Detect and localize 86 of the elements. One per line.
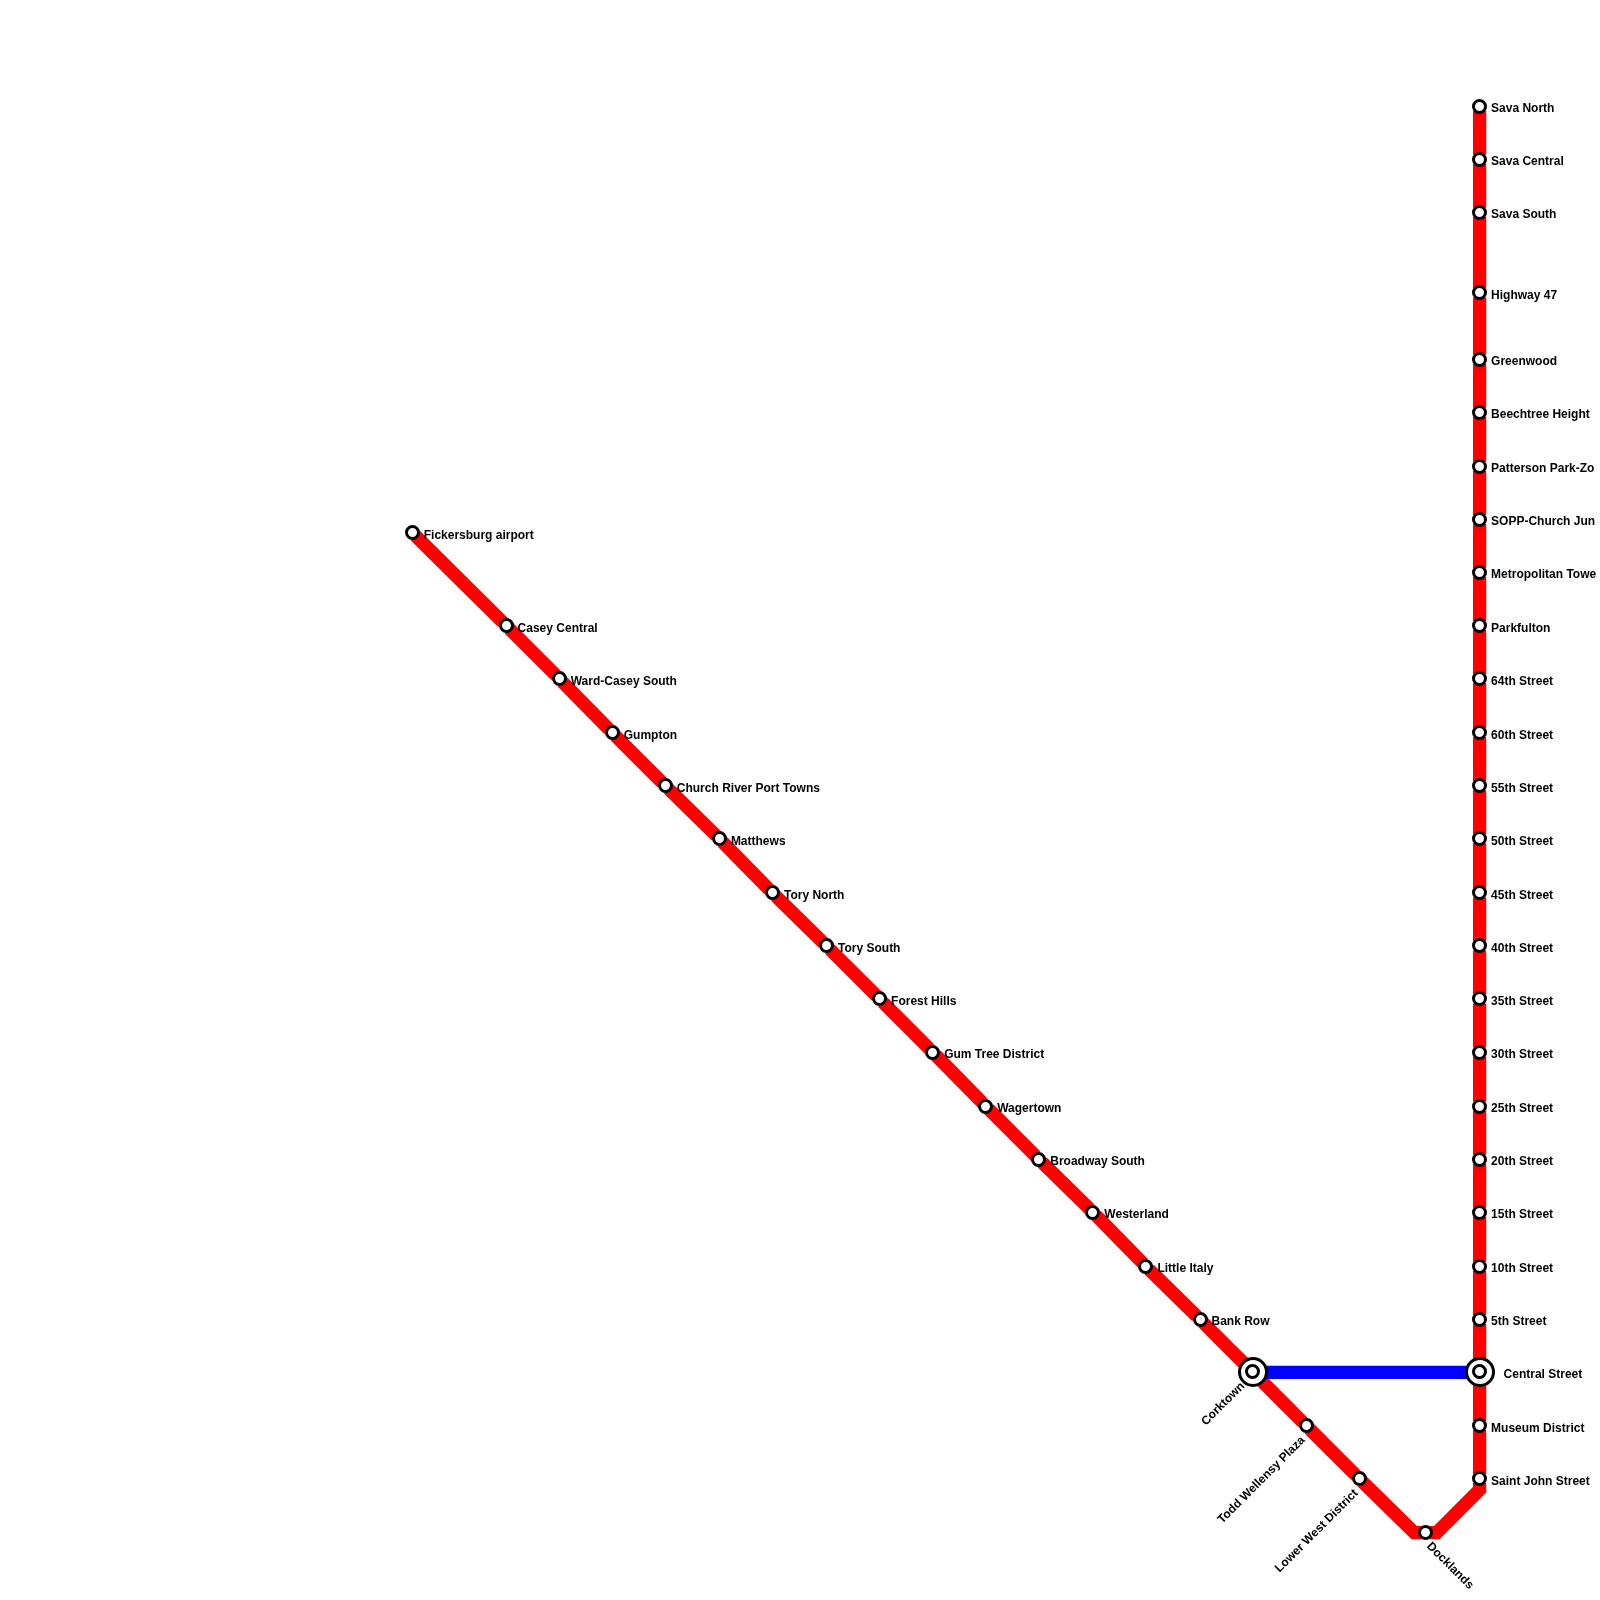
station-name: 55th Street	[1491, 780, 1554, 796]
station-name: Church River Port Towns	[676, 780, 820, 796]
station-name: Parkfulton	[1491, 620, 1551, 636]
rail-line	[1472, 1110, 1487, 1155]
station-name: 50th Street	[1491, 833, 1554, 849]
rail-line	[1472, 363, 1487, 408]
station-name: Central Street	[1503, 1367, 1583, 1383]
rail-line	[1472, 1323, 1487, 1361]
rail-line	[1472, 110, 1487, 155]
rail-line	[1472, 297, 1487, 355]
rail-line	[504, 624, 561, 681]
station-name: Sava Central	[1491, 154, 1564, 170]
rail-line	[717, 837, 775, 895]
rail-line	[1472, 470, 1487, 515]
rail-line	[1430, 1483, 1487, 1540]
rail-line	[1472, 1163, 1487, 1208]
station-name: Forest Hills	[891, 993, 957, 1009]
rail-line	[1472, 790, 1487, 835]
station-name: 35th Street	[1491, 993, 1554, 1009]
station-name: 45th Street	[1491, 887, 1554, 903]
station-name: Bank Row	[1211, 1314, 1270, 1330]
rail-line	[771, 891, 828, 948]
rail-line	[410, 531, 508, 628]
rail-line	[1472, 1270, 1487, 1315]
station-name: Ward-Casey South	[570, 673, 677, 689]
rail-line	[825, 944, 882, 1001]
rail-line	[1091, 1210, 1148, 1268]
station-name: Broadway South	[1050, 1154, 1145, 1170]
station-name: 20th Street	[1491, 1154, 1554, 1170]
rail-line	[1198, 1317, 1250, 1369]
rail-line	[1472, 523, 1487, 568]
station-name: Sava South	[1491, 207, 1557, 223]
station-name: SOPP-Church Jun	[1491, 514, 1596, 530]
rail-line	[1472, 950, 1487, 995]
station-name: Sava North	[1491, 101, 1555, 117]
station-name: 25th Street	[1491, 1101, 1554, 1117]
rail-line	[1265, 1365, 1468, 1380]
rail-line	[663, 784, 721, 841]
station-name: Beechtree Height	[1491, 407, 1590, 423]
station-name: 40th Street	[1491, 940, 1554, 956]
rail-line	[1472, 1384, 1487, 1421]
station-name: 5th Street	[1491, 1314, 1547, 1330]
rail-line	[1472, 1430, 1487, 1475]
station-name: Patterson Park-Zo	[1491, 461, 1595, 477]
rail-line	[610, 731, 667, 788]
station-name: 60th Street	[1491, 727, 1554, 743]
rail-line	[1256, 1376, 1308, 1428]
rail-line	[1144, 1264, 1202, 1321]
station-name: Gumpton	[623, 727, 678, 743]
station-name: Tory South	[838, 940, 901, 956]
rail-line	[1357, 1477, 1421, 1540]
station-name: Casey Central	[517, 620, 598, 636]
station-name: 30th Street	[1491, 1047, 1554, 1063]
station-name: Highway 47	[1491, 287, 1558, 303]
station-name: Metropolitan Towe	[1491, 567, 1597, 583]
station-name: 15th Street	[1491, 1207, 1554, 1223]
rail-line	[1472, 843, 1487, 889]
rail-line	[1472, 897, 1487, 942]
rail-line	[984, 1104, 1041, 1161]
rail-line	[1472, 1056, 1487, 1102]
station-name: Wagertown	[997, 1101, 1062, 1117]
station-name: Tory North	[783, 887, 845, 903]
rail-line	[1472, 683, 1487, 729]
station-name: Westerland	[1104, 1207, 1169, 1223]
station-name: 64th Street	[1491, 673, 1554, 689]
station-name: Greenwood	[1491, 354, 1558, 370]
station-name: Gum Tree District	[944, 1047, 1045, 1063]
rail-line	[1472, 1003, 1487, 1048]
station-name: Fickersburg airport	[423, 527, 534, 543]
rail-line	[931, 1050, 988, 1108]
rail-line	[557, 677, 614, 735]
rail-line	[1472, 630, 1487, 675]
station-name: Museum District	[1491, 1420, 1585, 1436]
rail-line	[1037, 1157, 1095, 1214]
station-name: Saint John Street	[1491, 1473, 1590, 1489]
station-name: Little Italy	[1157, 1261, 1214, 1277]
rail-line	[1472, 216, 1487, 289]
station-name: Matthews	[730, 833, 786, 849]
rail-line	[1472, 416, 1487, 462]
rail-line	[1472, 163, 1487, 208]
station-name: 10th Street	[1491, 1261, 1554, 1277]
rail-line	[1304, 1424, 1361, 1481]
rail-line	[1472, 1216, 1487, 1262]
rail-line	[878, 997, 935, 1054]
rail-line	[1472, 737, 1487, 782]
rail-line	[1472, 576, 1487, 621]
